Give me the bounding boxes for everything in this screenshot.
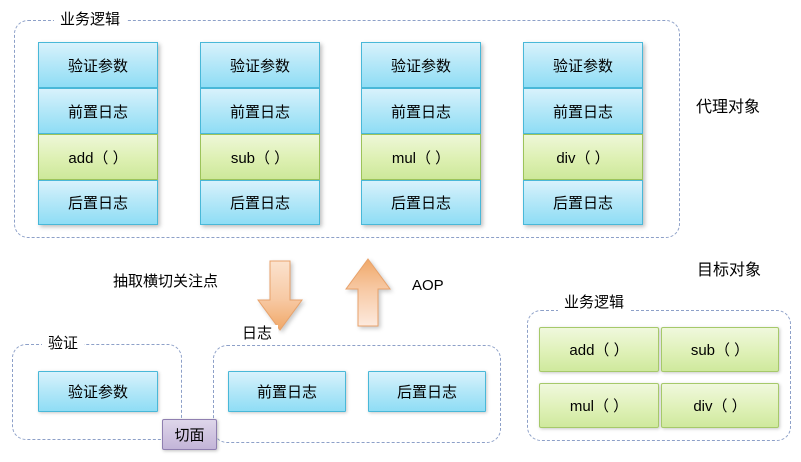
down-arrow [257,260,303,331]
proxy-stack-div: 验证参数 前置日志 div（ ） 后置日志 [523,42,643,225]
proxy-row-before-log: 前置日志 [200,88,320,134]
proxy-row-after-log: 后置日志 [523,180,643,225]
log-group-label: 日志 [236,325,279,343]
proxy-row-before-log: 前置日志 [361,88,481,134]
up-arrow [345,258,391,327]
proxy-stack-sub: 验证参数 前置日志 sub（ ） 后置日志 [200,42,320,225]
proxy-row-validate-params: 验证参数 [200,42,320,88]
proxy-row-after-log: 后置日志 [38,180,158,225]
proxy-row-validate-params: 验证参数 [523,42,643,88]
proxy-row-before-log: 前置日志 [38,88,158,134]
proxy-row-method: add（ ） [38,134,158,180]
target-method-div: div（ ） [661,383,779,428]
validate-aspect-group [12,344,182,440]
validate-group-label: 验证 [42,335,85,353]
validate-params-box: 验证参数 [38,371,158,412]
proxy-row-after-log: 后置日志 [361,180,481,225]
proxy-stack-add: 验证参数 前置日志 add（ ） 后置日志 [38,42,158,225]
proxy-object-side-label: 代理对象 [696,99,761,116]
aop-label: AOP [412,277,444,294]
proxy-group-label: 业务逻辑 [54,11,127,29]
before-log-box: 前置日志 [228,371,346,412]
target-object-side-label: 目标对象 [697,262,762,279]
proxy-row-method: mul（ ） [361,134,481,180]
aspect-badge: 切面 [162,419,217,450]
proxy-row-before-log: 前置日志 [523,88,643,134]
proxy-row-validate-params: 验证参数 [38,42,158,88]
proxy-row-method: div（ ） [523,134,643,180]
target-method-sub: sub（ ） [661,327,779,372]
proxy-row-after-log: 后置日志 [200,180,320,225]
target-method-mul: mul（ ） [539,383,659,428]
target-method-add: add（ ） [539,327,659,372]
proxy-row-method: sub（ ） [200,134,320,180]
target-group-label: 业务逻辑 [558,294,631,312]
proxy-row-validate-params: 验证参数 [361,42,481,88]
extract-crosscutting-label: 抽取横切关注点 [113,273,219,290]
after-log-box: 后置日志 [368,371,486,412]
log-aspect-group [213,345,501,443]
proxy-object-group [14,20,680,238]
proxy-stack-mul: 验证参数 前置日志 mul（ ） 后置日志 [361,42,481,225]
target-object-group [527,310,791,441]
